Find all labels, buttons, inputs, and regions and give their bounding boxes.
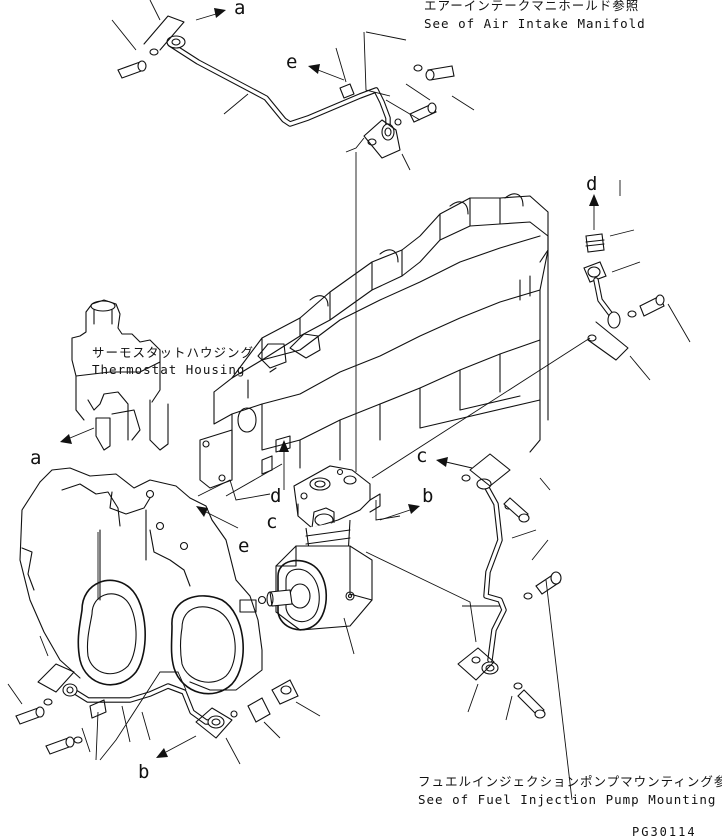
fuel-pump-note-en: See of Fuel Injection Pump Mounting xyxy=(418,792,716,807)
fuel-pump-note-jp: フュエルインジェクションポンプマウンティング参照 xyxy=(418,774,722,789)
callout-a-left: a xyxy=(30,447,41,469)
callout-d-right: d xyxy=(586,173,597,195)
engine-block xyxy=(199,193,549,489)
callout-e-top: e xyxy=(286,51,297,73)
c-pipe-assembly xyxy=(457,453,562,721)
connector-lines xyxy=(197,137,621,801)
callout-d-center: d xyxy=(270,485,281,507)
callout-e-left: e xyxy=(238,535,249,557)
d-fittings xyxy=(583,229,691,381)
air-compressor xyxy=(266,465,381,631)
reference-notes: エアーインテークマニホールド参照 See of Air Intake Manif… xyxy=(92,0,722,839)
thermostat-note-jp: サーモスタットハウジング xyxy=(92,345,254,360)
air-intake-pipe xyxy=(111,0,475,171)
callout-c-right: c xyxy=(416,445,427,467)
callout-letters: a e d a c b d c e b xyxy=(30,0,597,783)
callout-c-center: c xyxy=(266,511,277,533)
air-intake-note-en: See of Air Intake Manifold xyxy=(424,16,646,31)
timing-housing xyxy=(19,467,267,695)
callout-a-top: a xyxy=(234,0,245,19)
air-intake-note-jp: エアーインテークマニホールド参照 xyxy=(424,0,639,13)
thermostat-housing xyxy=(71,299,169,451)
thermostat-note-en: Thermostat Housing xyxy=(92,362,245,377)
callout-b-bottom: b xyxy=(138,761,149,783)
drawing-code: PG30114 xyxy=(632,825,697,839)
b-pipe-assembly xyxy=(7,532,321,765)
arrows xyxy=(60,8,599,758)
callout-b-right: b xyxy=(422,485,433,507)
